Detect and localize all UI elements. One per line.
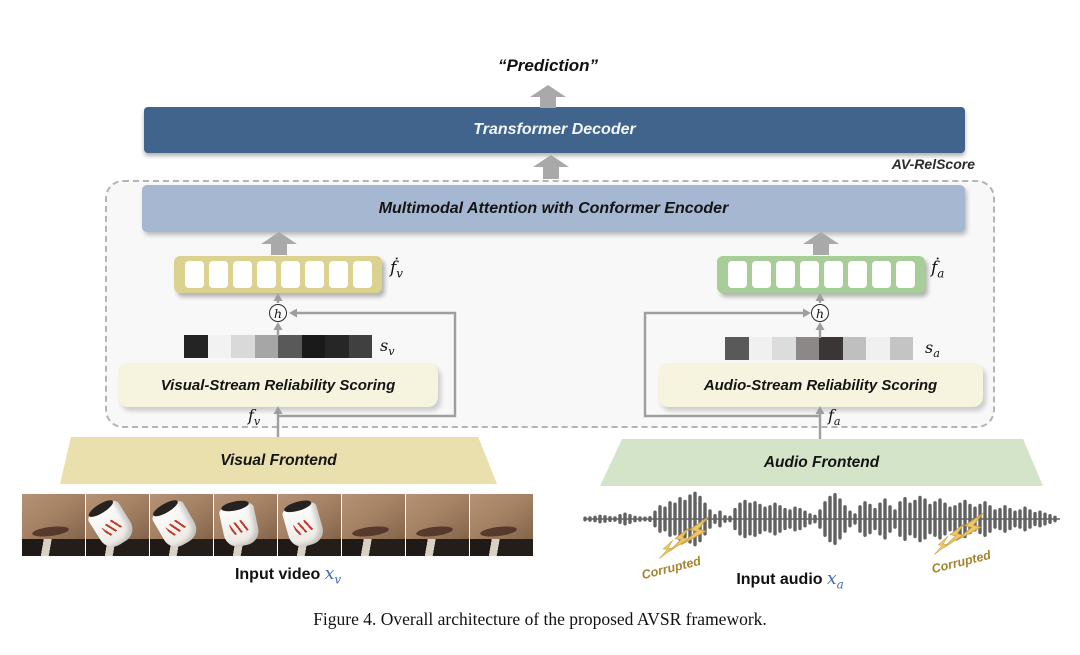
lightning-bolt-icon: [680, 516, 709, 546]
visual-score-label: sv: [380, 336, 395, 359]
visual-h-function-node: h: [269, 304, 287, 322]
feature-cell: [208, 261, 228, 288]
score-cell: [795, 337, 819, 360]
figure-caption: Figure 4. Overall architecture of the pr…: [313, 609, 767, 629]
score-cell: [842, 337, 866, 360]
score-cell: [725, 337, 749, 360]
visual-feature-vector: [174, 256, 382, 293]
feature-cell: [256, 261, 276, 288]
av-relscore-label: AV-RelScore: [891, 156, 975, 172]
feature-cell: [895, 261, 915, 288]
audio-h-function-node: h: [811, 304, 829, 322]
video-frame: [22, 494, 85, 556]
transformer-decoder-block: Transformer Decoder: [144, 107, 965, 153]
input-video-label: Input video xv: [234, 564, 342, 587]
video-frame: [278, 494, 341, 556]
audio-score-label: sa: [925, 338, 940, 361]
feature-cell: [799, 261, 819, 288]
feature-cell: [304, 261, 324, 288]
visual-input-feature-label: fv: [248, 406, 261, 429]
multimodal-attention-label: Multimodal Attention with Conformer Enco…: [378, 199, 729, 217]
audio-reliability-scoring-block: Audio-Stream Reliability Scoring: [658, 363, 983, 407]
feature-cell: [232, 261, 252, 288]
corrupted-label-right: Corrupted: [930, 547, 993, 577]
audio-score-strip: [725, 337, 913, 360]
lightning-bolt-icon: [955, 512, 984, 542]
score-cell: [184, 335, 208, 358]
score-cell: [866, 337, 890, 360]
score-cell: [819, 337, 843, 360]
video-frame: [150, 494, 213, 556]
lightning-bolt-icon: [943, 523, 965, 548]
feature-cell: [184, 261, 204, 288]
lightning-bolt-icon: [659, 540, 674, 559]
lightning-bolt-icon: [934, 536, 949, 555]
feature-cell: [751, 261, 771, 288]
score-cell: [348, 335, 372, 358]
feature-cell: [871, 261, 891, 288]
score-cell: [207, 335, 231, 358]
score-cell: [772, 337, 796, 360]
video-frame: [86, 494, 149, 556]
score-cell: [254, 335, 278, 358]
visual-reliability-scoring-block: Visual-Stream Reliability Scoring: [118, 363, 438, 407]
score-cell: [748, 337, 772, 360]
score-cell: [889, 337, 913, 360]
score-cell: [278, 335, 302, 358]
multimodal-attention-block: Multimodal Attention with Conformer Enco…: [142, 185, 965, 232]
audio-feature-vector: [717, 256, 925, 293]
audio-feature-vector-label: ḟa: [931, 258, 945, 281]
audio-input-feature-label: fa: [828, 406, 841, 429]
prediction-label: “Prediction”: [497, 56, 599, 75]
video-frame: [214, 494, 277, 556]
visual-frontend-block: Visual Frontend: [60, 437, 497, 484]
feature-cell: [280, 261, 300, 288]
feature-cell: [328, 261, 348, 288]
transformer-decoder-label: Transformer Decoder: [473, 121, 636, 138]
lightning-bolt-icon: [668, 527, 690, 552]
video-frame: [470, 494, 533, 556]
visual-score-strip: [184, 335, 372, 358]
feature-cell: [775, 261, 795, 288]
feature-cell: [823, 261, 843, 288]
feature-cell: [352, 261, 372, 288]
input-video-frames: [22, 494, 533, 556]
audio-frontend-block: Audio Frontend: [600, 439, 1043, 486]
visual-feature-vector-label: ḟv: [390, 258, 404, 281]
score-cell: [231, 335, 255, 358]
feature-cell: [847, 261, 867, 288]
video-frame: [406, 494, 469, 556]
video-frame: [342, 494, 405, 556]
score-cell: [301, 335, 325, 358]
input-audio-label: Input audio xa: [736, 569, 844, 592]
score-cell: [325, 335, 349, 358]
feature-cell: [727, 261, 747, 288]
